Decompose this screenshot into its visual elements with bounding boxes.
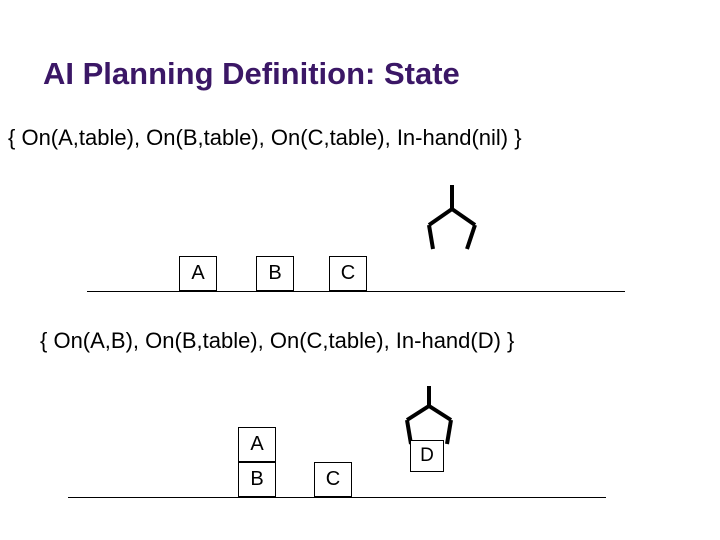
block-b: B [256,256,294,291]
block-b: B [238,462,276,497]
table-surface [87,291,625,292]
state-2-description: { On(A,B), On(B,table), On(C,table), In-… [40,328,515,353]
block-c: C [314,462,352,497]
block-c: C [329,256,367,291]
block-a: A [179,256,217,291]
table-surface [68,497,606,498]
held-block-d: D [410,440,444,472]
block-a: A [238,427,276,462]
robot-gripper-icon [427,185,477,250]
slide-title: AI Planning Definition: State [43,56,460,91]
state-1-description: { On(A,table), On(B,table), On(C,table),… [8,125,522,150]
robot-gripper-icon [405,386,453,445]
